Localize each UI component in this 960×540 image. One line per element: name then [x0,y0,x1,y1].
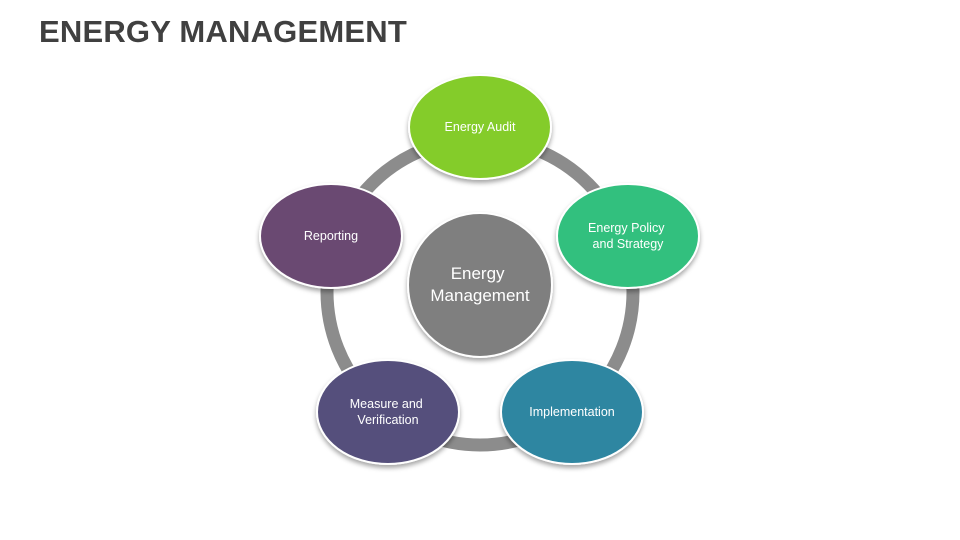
center-hub: Energy Management [407,212,553,358]
node-energy-audit: Energy Audit [408,74,552,180]
center-label: Energy Management [430,264,530,305]
node-label-line: Energy Policy [588,221,665,235]
node-label: Measure and Verification [350,397,426,427]
center-label-line: Energy [451,264,505,283]
node-implementation: Implementation [500,359,644,465]
node-label-line: Energy Audit [445,120,516,134]
node-label: Implementation [529,405,615,419]
node-label: Energy Policy and Strategy [588,221,668,251]
page-title: ENERGY MANAGEMENT [39,14,407,49]
center-label-line: Management [430,286,530,305]
node-label-line: Measure and [350,397,423,411]
node-label: Energy Audit [445,120,516,134]
node-label-line: and Strategy [593,237,665,251]
node-label: Reporting [304,229,358,243]
node-label-line: Implementation [529,405,615,419]
node-energy-policy-and-strategy: Energy Policy and Strategy [556,183,700,289]
node-label-line: Verification [357,413,418,427]
node-reporting: Reporting [259,183,403,289]
node-label-line: Reporting [304,229,358,243]
node-measure-and-verification: Measure and Verification [316,359,460,465]
